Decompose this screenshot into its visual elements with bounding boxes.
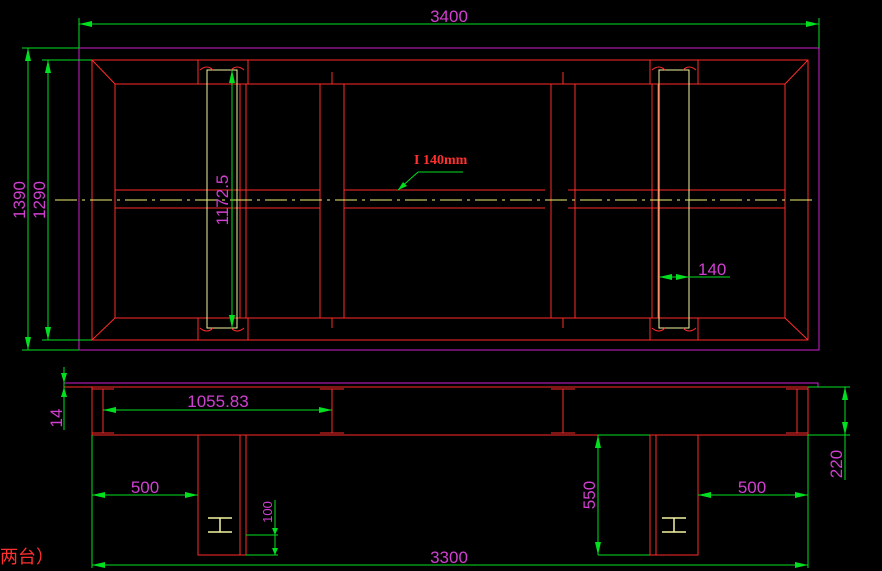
dim-beam-width-text: 140 — [698, 260, 726, 279]
dim-spacing-text: 1055.83 — [187, 392, 248, 411]
dim-leg-offset — [246, 500, 278, 556]
dim-right-offset-text: 500 — [738, 478, 766, 497]
elevation-view: 14 1055.83 500 500 — [47, 367, 850, 568]
dim-inner-height-text: 1290 — [30, 181, 49, 219]
dim-base-width-text: 3300 — [430, 548, 468, 567]
dim-overall-width — [78, 18, 820, 48]
frame-inner — [114, 83, 786, 319]
left-leg — [197, 434, 247, 556]
dim-overall-width-text: 3400 — [430, 7, 468, 26]
dim-plate-thickness — [61, 367, 67, 430]
plan-view: I 140mm 3400 1390 1290 — [10, 7, 820, 351]
right-ibeam-symbol — [662, 517, 686, 533]
dim-right-offset — [698, 435, 809, 568]
dim-left-offset — [91, 435, 198, 568]
dim-leg-height-text: 550 — [580, 481, 599, 509]
dim-left-offset-text: 500 — [131, 478, 159, 497]
dim-base-width — [92, 562, 808, 568]
frame-body — [91, 386, 809, 436]
dim-leg-height — [595, 434, 650, 556]
body-i-sections — [92, 388, 808, 434]
beam-label: I 140mm — [414, 153, 468, 168]
dim-beam-width — [659, 274, 730, 280]
frame-ticks — [197, 60, 699, 340]
right-i-beam-bearer — [651, 66, 697, 332]
dim-beam-length — [229, 70, 235, 328]
dim-left-heights — [22, 47, 92, 351]
dim-beam-length-text: 1172.5 — [213, 175, 232, 226]
dim-beam-height-text: 220 — [827, 450, 846, 478]
dim-spacing — [103, 407, 332, 413]
plan-outer-boundary — [78, 47, 820, 351]
frame-corner-bevels — [91, 59, 809, 341]
dim-leg-offset-text: 100 — [260, 501, 275, 523]
dim-plate-thickness-text: 14 — [47, 409, 66, 428]
left-i-beam-bearer — [199, 66, 245, 332]
dim-beam-height — [808, 386, 850, 480]
beam-label-leader — [397, 171, 463, 191]
right-leg — [649, 434, 699, 556]
dim-overall-height-text: 1390 — [10, 181, 29, 219]
corner-note: 两台） — [0, 547, 54, 568]
cross-members — [239, 84, 659, 318]
top-plate — [63, 382, 819, 388]
longitudinal-members — [115, 189, 785, 209]
left-ibeam-symbol — [208, 517, 232, 533]
